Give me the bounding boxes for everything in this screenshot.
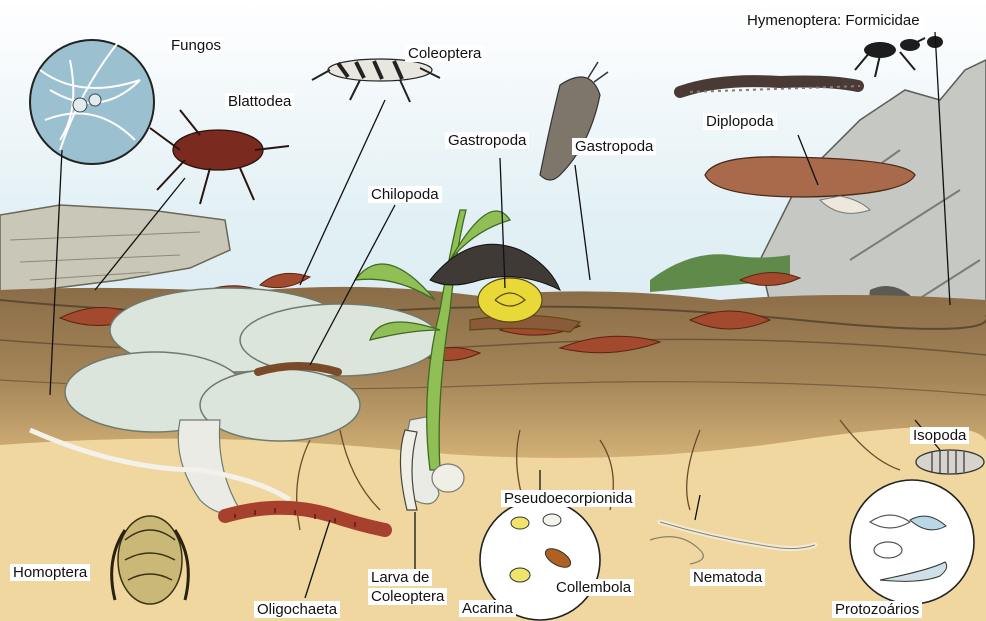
protozoa-magnifier <box>850 480 974 604</box>
label-collembola: Collembola <box>553 579 634 596</box>
label-pseudoescorpionida: Pseudoecorpionida <box>501 490 635 507</box>
label-homoptera: Homoptera <box>10 564 90 581</box>
label-protozoarios: Protozoários <box>832 601 922 618</box>
fungus-magnifier <box>30 40 154 164</box>
label-gastropoda-1: Gastropoda <box>445 132 529 149</box>
label-oligochaeta: Oligochaeta <box>254 601 340 618</box>
label-fungos: Fungos <box>168 37 224 54</box>
label-diplopoda: Diplopoda <box>703 113 777 130</box>
label-coleoptera: Coleoptera <box>405 45 484 62</box>
label-blattodea: Blattodea <box>225 93 294 110</box>
label-hymenoptera: Hymenoptera: Formicidae <box>744 12 923 29</box>
label-isopoda: Isopoda <box>910 427 969 444</box>
label-chilopoda: Chilopoda <box>368 186 442 203</box>
label-nematoda: Nematoda <box>690 569 765 586</box>
label-gastropoda-2: Gastropoda <box>572 138 656 155</box>
label-larva-coleoptera-line1: Larva de <box>368 569 432 586</box>
isopod <box>916 450 984 474</box>
label-larva-coleoptera-line2: Coleoptera <box>368 588 447 605</box>
label-acarina: Acarina <box>459 600 516 617</box>
